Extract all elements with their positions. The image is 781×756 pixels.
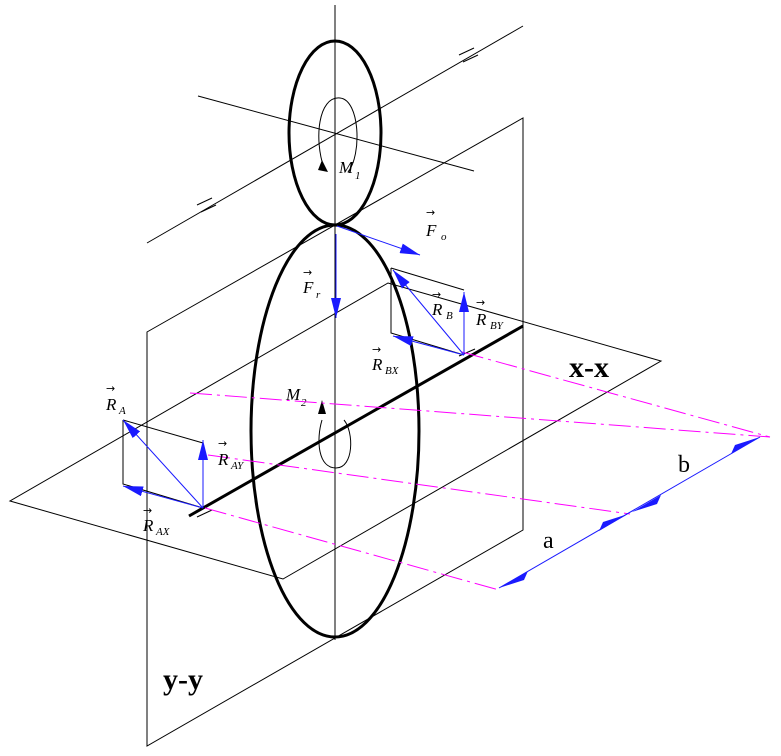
label-rax: → R AX <box>142 504 171 538</box>
main-gear <box>249 223 421 639</box>
svg-text:BY: BY <box>490 320 505 332</box>
svg-text:R: R <box>142 516 154 535</box>
svg-text:A: A <box>118 405 126 417</box>
svg-text:→: → <box>426 206 435 219</box>
svg-text:2: 2 <box>301 397 307 409</box>
label-fo: → F o <box>425 206 447 243</box>
svg-text:→: → <box>303 266 312 279</box>
svg-text:AY: AY <box>230 460 245 472</box>
dimension-b: b <box>678 452 690 478</box>
bearing-b-reactions <box>390 267 469 356</box>
label-rby: → R BY <box>475 296 505 332</box>
label-fr: → F r <box>302 266 321 301</box>
dim-b-arrow-start <box>632 495 661 512</box>
svg-text:B: B <box>446 310 453 322</box>
bearing-a-reactions <box>122 419 208 509</box>
main-shaft <box>188 324 524 518</box>
dim-a-arrow-start <box>499 571 528 588</box>
svg-text:BX: BX <box>385 365 400 377</box>
svg-text:o: o <box>441 231 447 243</box>
label-m1: M 1 <box>338 158 361 182</box>
svg-text:→: → <box>106 382 115 395</box>
svg-text:→: → <box>476 296 485 309</box>
label-rb: → R B <box>431 288 453 322</box>
center-lines <box>189 351 771 591</box>
svg-text:→: → <box>372 343 381 356</box>
moment-m2-arrowhead <box>318 400 326 414</box>
moment-m1-arc <box>318 97 358 173</box>
vertical-plane-yy <box>146 117 524 747</box>
pinion-shaft-line <box>146 25 524 244</box>
svg-text:R: R <box>217 450 229 469</box>
svg-text:r: r <box>316 289 321 301</box>
force-fo <box>336 225 421 256</box>
svg-text:1: 1 <box>355 170 361 182</box>
svg-text:R: R <box>371 355 383 374</box>
label-ra: → R A <box>105 382 126 417</box>
plane-label-xx: x-x <box>569 351 609 384</box>
dimension-line <box>498 436 761 589</box>
dimension-a: a <box>543 528 554 554</box>
svg-text:AX: AX <box>155 526 171 538</box>
label-m2: M 2 <box>285 385 307 409</box>
horizontal-plane-xx <box>8 282 663 580</box>
svg-text:R: R <box>431 300 443 319</box>
dim-a-arrow-end <box>599 514 628 531</box>
svg-text:→: → <box>432 288 441 301</box>
svg-text:→: → <box>218 437 227 450</box>
svg-text:F: F <box>302 278 314 297</box>
moment-m2-arc <box>318 419 352 469</box>
dim-b-arrow-end <box>731 437 760 454</box>
label-rbx: → R BX <box>371 343 400 377</box>
svg-text:R: R <box>105 395 117 414</box>
bearing-marks <box>196 47 479 213</box>
svg-text:→: → <box>143 504 152 517</box>
svg-text:M: M <box>285 385 301 404</box>
svg-text:R: R <box>475 310 487 329</box>
moment-m1-arrowhead <box>318 160 328 172</box>
svg-text:M: M <box>338 158 354 177</box>
label-ray: → R AY <box>217 437 245 472</box>
plane-label-yy: y-y <box>163 663 203 696</box>
pinion-cross-line <box>197 95 475 172</box>
svg-text:F: F <box>425 221 437 240</box>
